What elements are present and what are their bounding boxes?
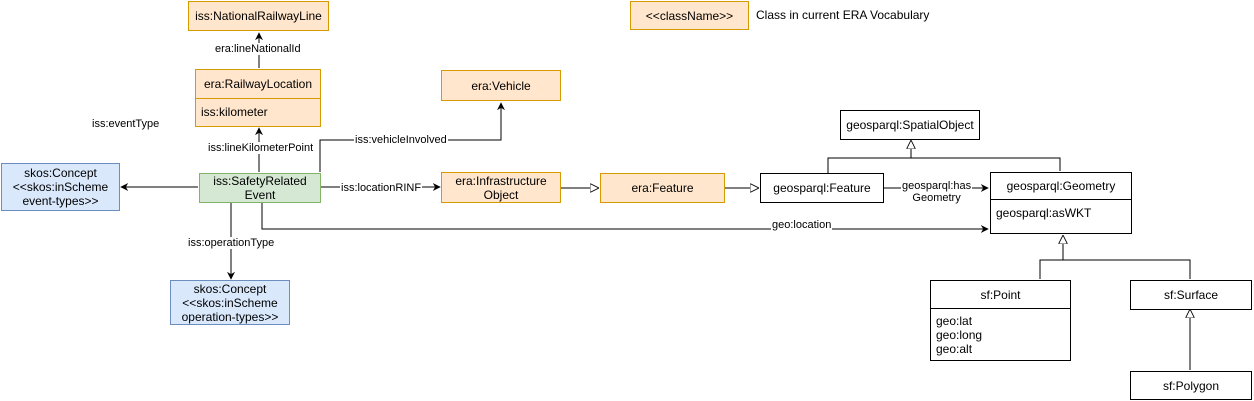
node-sf-point-title: sf:Point: [931, 281, 1070, 309]
node-sf-point-attributes: geo:lat geo:long geo:alt: [936, 314, 983, 356]
label-location-rinf: iss:locationRINF: [340, 182, 423, 194]
node-infrastructure-object: era:Infrastructure Object: [441, 172, 561, 203]
node-concept-operation-types: skos:Concept <<skos:inScheme operation-t…: [170, 280, 290, 325]
legend-description: Class in current ERA Vocabulary: [756, 8, 930, 22]
label-vehicle-involved: iss:vehicleInvolved: [354, 134, 448, 146]
label-geo-location: geo:location: [771, 219, 833, 231]
node-sf-surface-label: sf:Surface: [1163, 288, 1219, 302]
node-railway-location-title: era:RailwayLocation: [196, 70, 320, 99]
node-vehicle: era:Vehicle: [441, 70, 561, 101]
legend-class-label: <<className>>: [645, 8, 734, 23]
node-sf-polygon: sf:Polygon: [1130, 371, 1252, 400]
node-geosparql-feature: geosparql:Feature: [760, 173, 884, 203]
label-event-type: iss:eventType: [91, 118, 161, 130]
node-sf-point: sf:Point geo:lat geo:long geo:alt: [930, 280, 1071, 361]
label-has-geometry: geosparql:has Geometry: [901, 180, 973, 204]
node-concept-event-types: skos:Concept <<skos:inScheme event-types…: [1, 163, 120, 211]
node-spatial-object: geosparql:SpatialObject: [840, 110, 980, 140]
node-railway-location-attributes: iss:kilometer: [201, 105, 268, 119]
node-era-feature-label: era:Feature: [631, 181, 694, 195]
edge-inherit-to-spatialobject: [827, 141, 1061, 173]
edge-inherit-to-geometry: [1039, 236, 1191, 279]
legend-class-box: <<className>>: [630, 1, 749, 30]
node-infrastructure-object-label: era:Infrastructure Object: [455, 173, 547, 202]
edge-geo-location: [261, 202, 989, 233]
node-national-railway-line-label: iss:NationalRailwayLine: [195, 9, 322, 23]
label-line-kilometer-point: iss:lineKilometerPoint: [207, 142, 315, 154]
node-geometry: geosparql:Geometry geosparql:asWKT: [990, 172, 1132, 234]
node-geometry-title: geosparql:Geometry: [991, 173, 1131, 200]
node-railway-location: era:RailwayLocation iss:kilometer: [195, 69, 321, 127]
node-geosparql-feature-label: geosparql:Feature: [773, 181, 871, 195]
node-geometry-attributes: geosparql:asWKT: [996, 206, 1092, 220]
node-safety-related-event: iss:SafetyRelated Event: [199, 173, 321, 203]
node-concept-operation-types-label: skos:Concept <<skos:inScheme operation-t…: [181, 281, 279, 324]
node-vehicle-label: era:Vehicle: [471, 78, 531, 93]
node-national-railway-line: iss:NationalRailwayLine: [188, 1, 329, 31]
node-sf-polygon-label: sf:Polygon: [1162, 378, 1220, 393]
node-sf-surface: sf:Surface: [1130, 280, 1252, 310]
label-line-national-id: era:lineNationalId: [214, 43, 302, 55]
node-spatial-object-label: geosparql:SpatialObject: [846, 118, 974, 132]
label-operation-type: iss:operationType: [187, 237, 276, 249]
node-safety-related-event-label: iss:SafetyRelated Event: [213, 174, 307, 202]
node-era-feature: era:Feature: [600, 173, 725, 203]
node-concept-event-types-label: skos:Concept <<skos:inScheme event-types…: [12, 166, 109, 208]
